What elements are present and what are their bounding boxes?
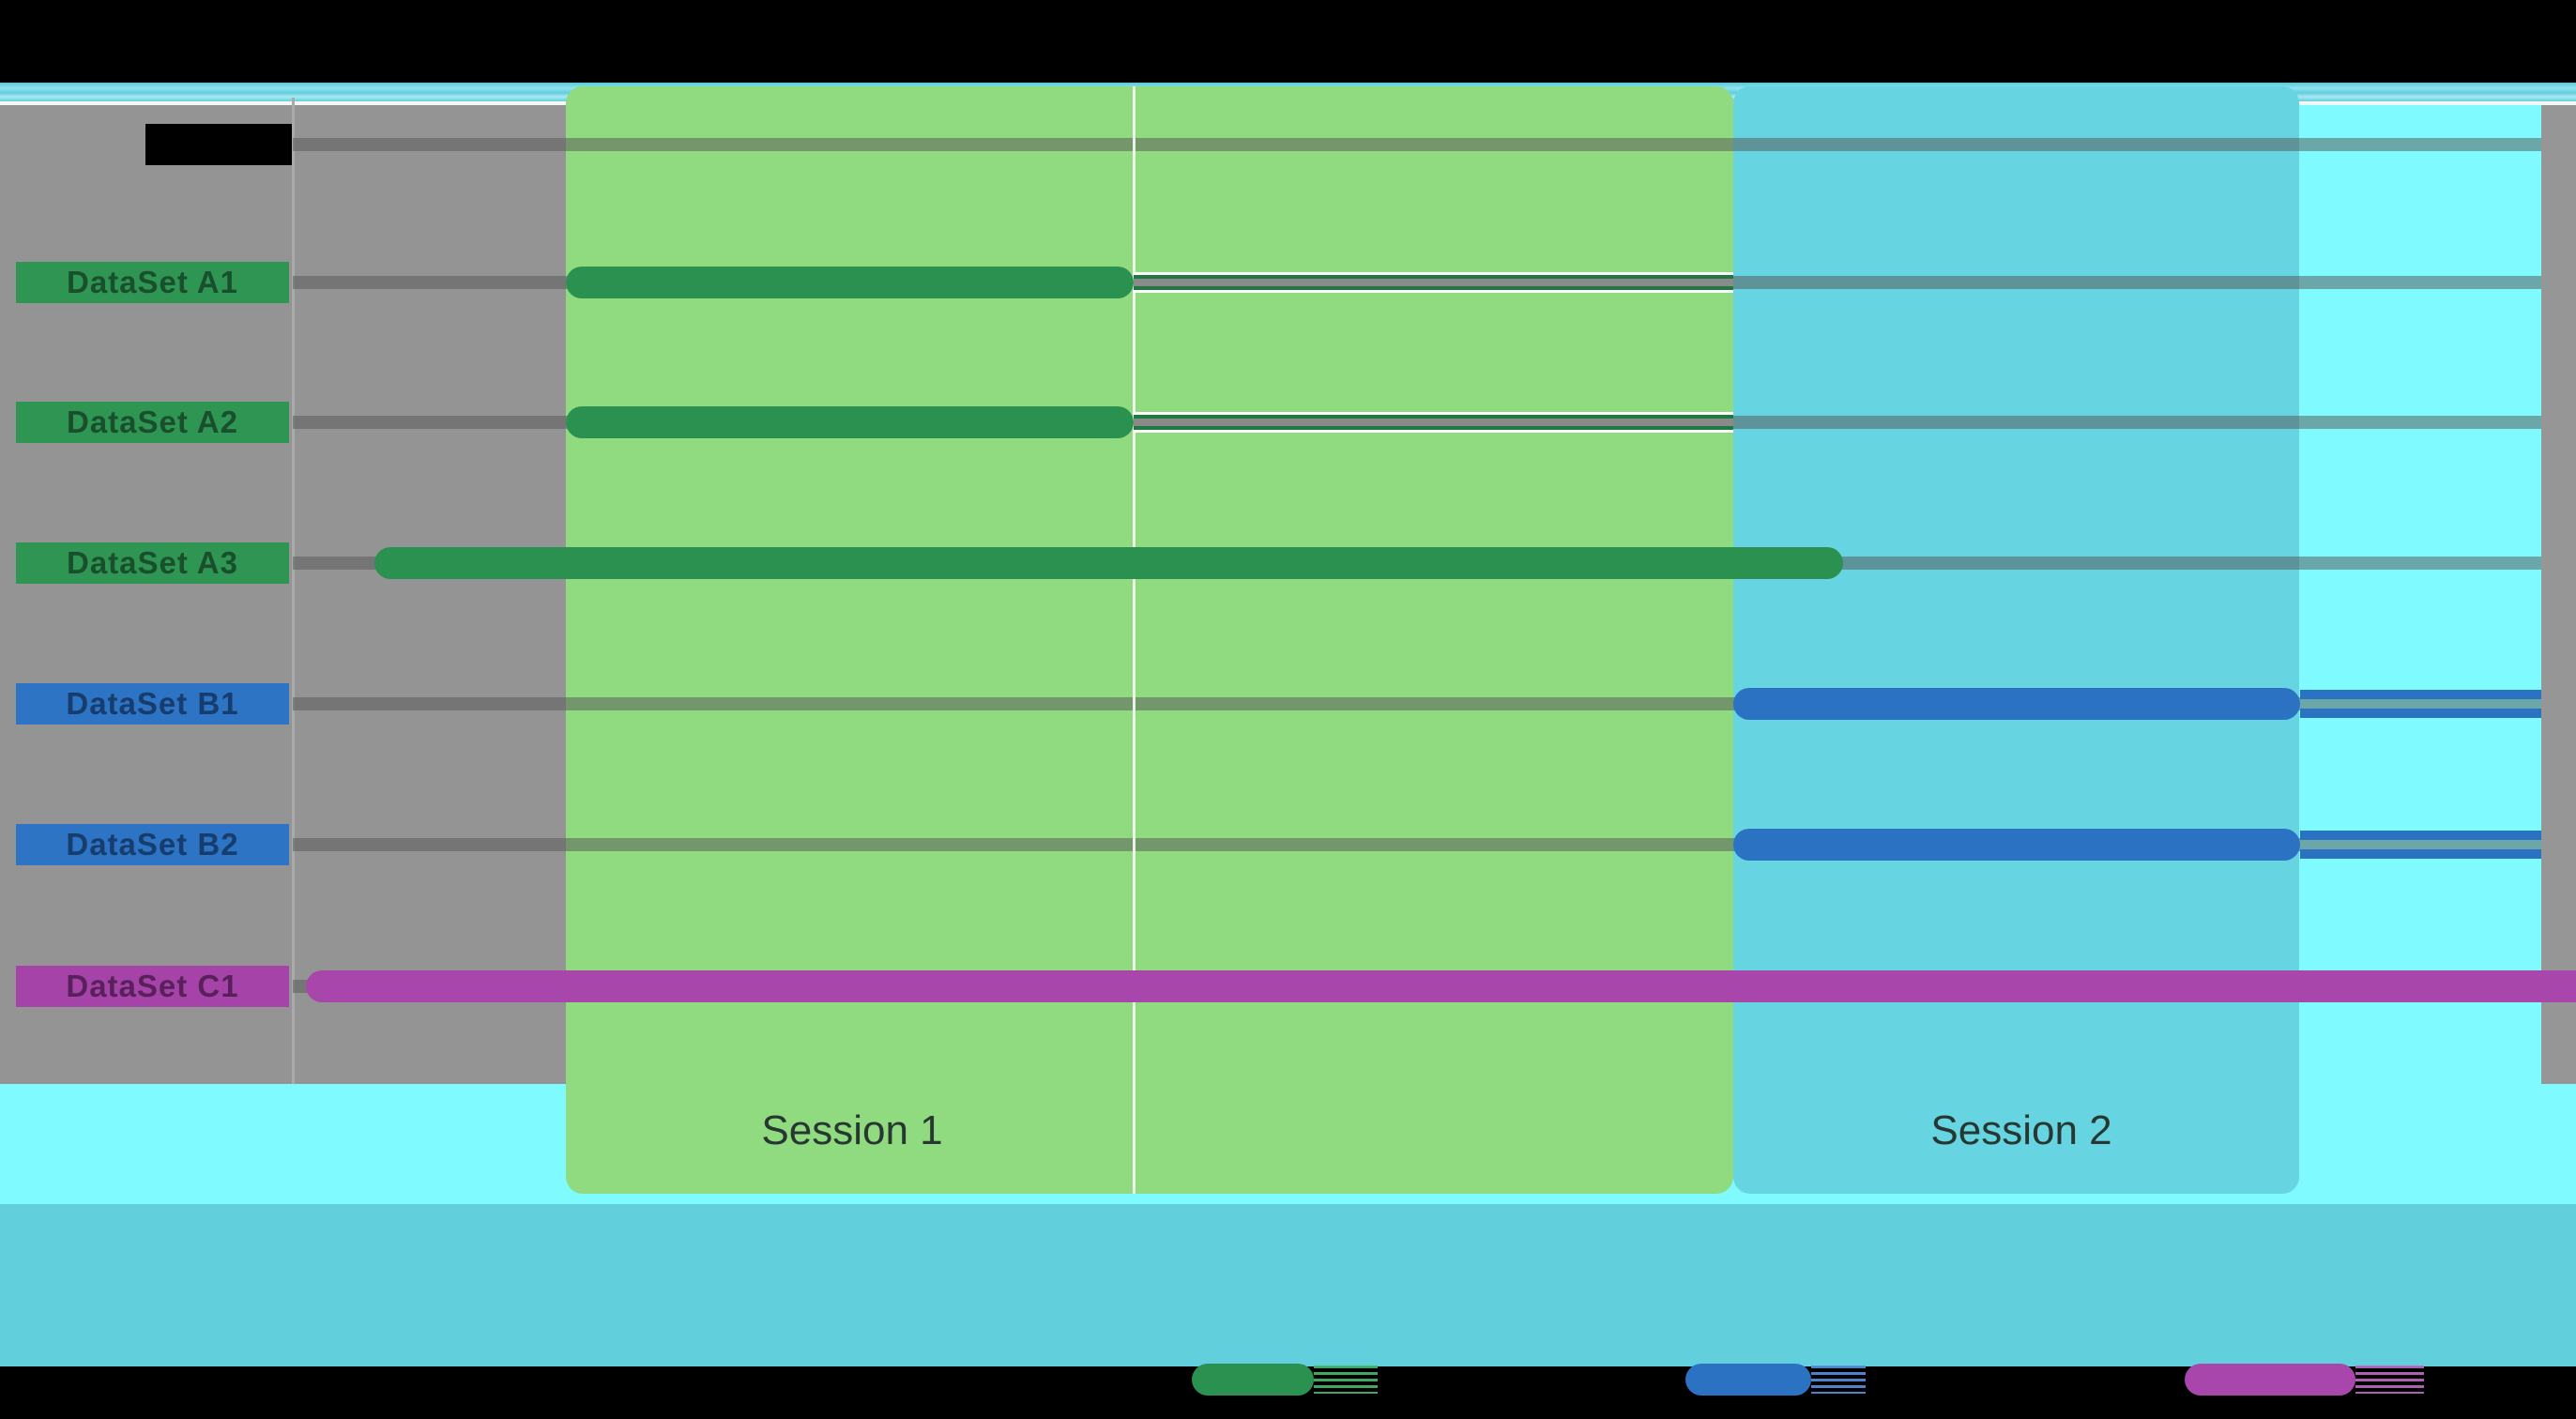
y-label-dataset-b2: DataSet B2 <box>16 824 289 865</box>
vertical-tick-line <box>1133 86 1136 1194</box>
bar-dataset-b2 <box>1733 829 2300 861</box>
artifact-line-a1 <box>1134 272 1733 293</box>
artifact-line-b2-top <box>2300 831 2541 840</box>
session-2-caption: Session 2 <box>1930 1107 2112 1153</box>
top-black-bar <box>0 0 2576 83</box>
session-1-caption: Session 1 <box>761 1107 943 1153</box>
gridline-row-0 <box>293 138 2541 151</box>
legend-swatch-green-streak <box>1314 1366 1378 1394</box>
bar-dataset-a3 <box>374 547 1843 579</box>
right-gray-margin <box>2541 105 2576 1084</box>
artifact-line-b1-top <box>2300 690 2541 699</box>
legend-swatch-blue-streak <box>1811 1366 1866 1394</box>
bar-dataset-c1 <box>306 970 2576 1002</box>
bar-dataset-a2 <box>566 406 1134 438</box>
left-gray-margin <box>0 105 566 1084</box>
legend-swatch-blue <box>1685 1364 1811 1396</box>
y-label-dataset-a2: DataSet A2 <box>16 402 289 443</box>
legend-swatch-purple <box>2185 1364 2355 1396</box>
session-1-band <box>566 86 1733 1194</box>
session-2-band <box>1733 86 2299 1194</box>
legend-swatch-purple-streak <box>2355 1366 2424 1394</box>
legend-swatch-green <box>1192 1364 1314 1396</box>
y-label-dataset-b1: DataSet B1 <box>16 683 289 725</box>
bar-dataset-b1 <box>1733 688 2300 720</box>
bar-dataset-a1 <box>566 267 1134 298</box>
y-label-dataset-c1: DataSet C1 <box>16 966 289 1007</box>
bottom-cyan-band <box>0 1204 2576 1366</box>
artifact-line-a2 <box>1134 412 1733 433</box>
artifact-line-b1-bottom <box>2300 709 2541 718</box>
y-label-task-obscured: Task <box>145 124 292 165</box>
y-label-dataset-a3: DataSet A3 <box>16 542 289 584</box>
artifact-line-b2-bottom <box>2300 849 2541 859</box>
y-label-dataset-a1: DataSet A1 <box>16 262 289 303</box>
y-axis-line <box>292 98 295 1084</box>
